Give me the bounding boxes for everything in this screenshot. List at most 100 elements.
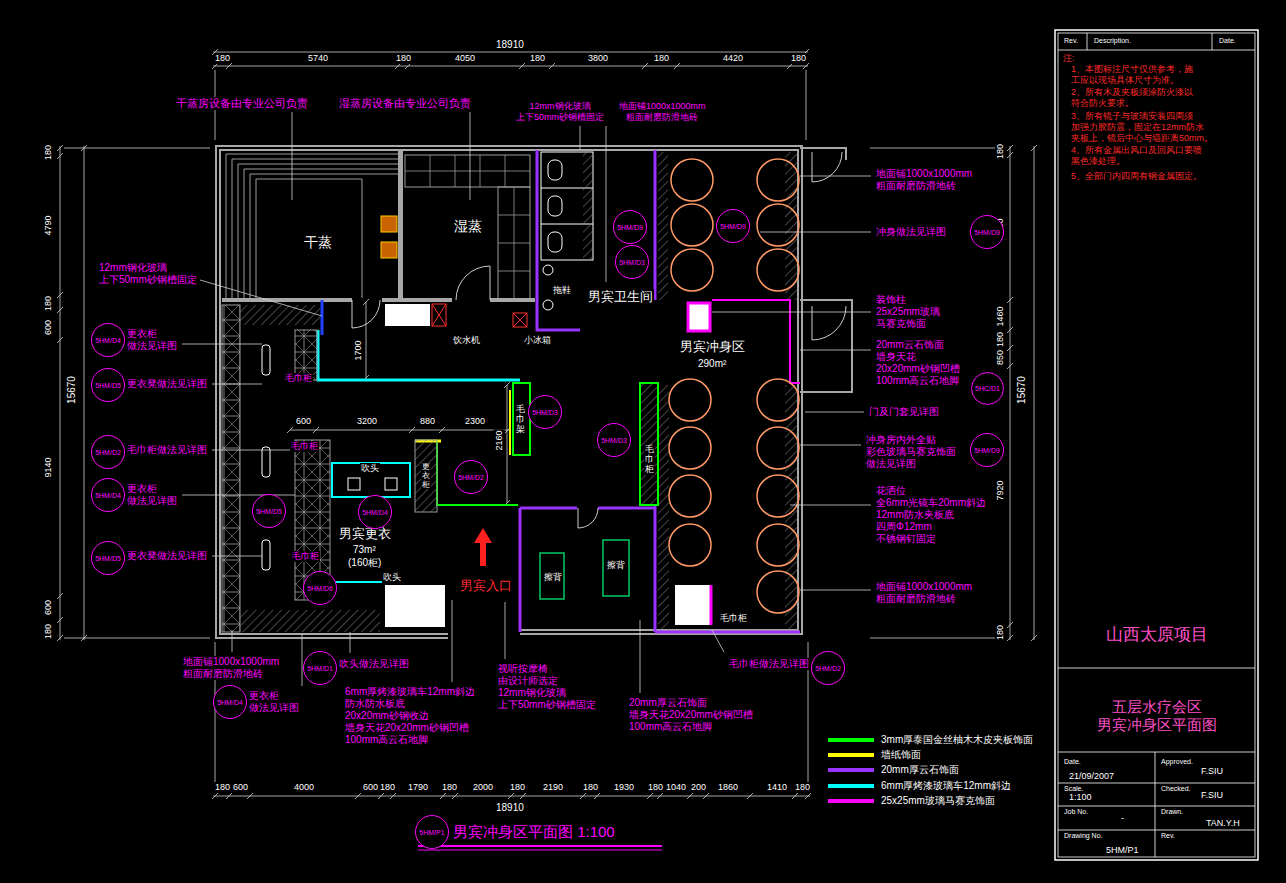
callout-number: 5HM/D4 [95,492,121,499]
plan-rect [540,553,564,599]
callout-number: 5HM/D5 [95,555,121,562]
plan-path [418,845,662,847]
room-label: 290m² [697,358,727,370]
callout-circle: 5HM/D1 [303,651,337,685]
room-label: 毛巾柜 [719,613,748,624]
plan-rect [385,304,430,326]
title-block-text: Approved. [1160,758,1194,766]
plan-circle [671,204,713,246]
annotation-text: 更衣柜 做法见详图 [248,690,300,714]
plan-path [800,148,852,392]
callout-number: 5HM/D2 [815,665,841,672]
dimension-text: 600 [362,782,379,793]
plan-path [437,442,518,505]
dimension-text: 180 [509,782,526,793]
text-line: 100mm高云石地脚 [876,375,960,387]
callout-circle: 5HM/D4 [358,495,392,529]
dimension-text: 18910 [495,802,525,814]
dimension-text: 2300 [464,416,486,427]
walls [218,148,852,636]
text-line: 粗面耐磨防滑地砖 [619,112,706,123]
text-line: 12mm防水夹板底 [876,509,986,521]
plan-rect [1055,30,1258,860]
dimension-text: 5740 [307,53,329,64]
dimension-text: 180 [647,782,664,793]
title-block-frame [1055,30,1258,860]
plan-circle [671,249,713,291]
text-line: 视听按摩椅 [498,663,596,675]
callout-circle: 5HM/D2 [454,460,488,494]
annotation-text: 20mm厚云石饰面 墙身天花20x20mm砂钢凹槽 100mm高云石地脚 [628,697,754,733]
plan-rect [222,305,240,632]
callout-circle: 5HC/D1 [971,372,1004,405]
text-line: 地面铺1000x1000mm [619,101,706,112]
dimension-text: 180 [441,782,458,793]
text-line: 墙身天花20x20mm砂钢凹槽 [345,722,475,734]
room-label: 干蒸 [303,234,333,251]
plan-path [64,148,210,638]
title-block-text: Job No. [1063,808,1089,816]
plan-path [710,585,713,625]
text-line: 上下50mm砂钢槽固定 [498,699,596,711]
plan-rect [541,152,593,260]
text-line: 100mm高云石地脚 [629,721,753,733]
annotation-text: 视听按摩椅 由设计师选定 12mm钢化玻璃 上下50mm砂钢槽固定 [497,663,597,711]
plan-circle [543,300,553,310]
text-line: 更衣柜 [249,690,299,702]
plan-path [509,390,511,455]
text-line: 做法见详图 [127,340,177,352]
plan-path [655,631,800,634]
text-line: 20mm云石饰面 [876,339,960,351]
title-block-text: Checked. [1160,785,1192,793]
callout-number: 5HM/D3 [532,409,558,416]
dimension-text: 2000 [472,782,494,793]
dimension-text: 880 [419,416,436,427]
plan-rect [240,305,320,325]
title-underline [418,846,662,850]
text-line: 做法见详图 [127,495,177,507]
dimension-text: 1790 [407,782,429,793]
dimension-text: 180 [43,623,54,640]
legend-swatch [828,799,874,803]
plan-circle [671,159,713,201]
title-block-text: 2、所有木及夹板须涂防火漆以 符合防火要求。 [1070,87,1194,109]
callout-circle: 5HM/D9 [970,433,1004,467]
plan-path [504,382,510,506]
title-block-text: - [1120,813,1125,824]
legend-swatch [828,753,874,757]
callout-number: 5HM/D3 [601,437,627,444]
dimension-text: 4790 [43,214,54,236]
plan-circle [757,204,799,246]
plan-rect [381,242,397,258]
legend-swatch [828,768,874,772]
title-block-text: 5、全部门内四周有钢金属固定。 [1070,171,1203,182]
dimension-text: 600 [295,416,312,427]
room-label: 擦背 [606,560,626,571]
dimension-text: 180 [582,782,599,793]
text-line: 100mm高云石地脚 [345,734,475,746]
callout-circle: 5HM/D3 [528,395,562,429]
dimension-text: 3800 [587,53,609,64]
callout-number: 5HM/D3 [619,259,645,266]
dimension-text: 180 [395,53,412,64]
text-line: 夹板上，镜后中心与墙距离50mm。 [1071,133,1213,144]
text-line: 加强力胶防震，固定在12mm防水 [1071,122,1213,133]
callout-number: 5HM/P1 [419,829,444,836]
callout-number: 5HM/D9 [974,447,1000,454]
room-label: 毛巾柜 [290,441,319,452]
dimension-lines [57,49,1037,799]
callout-circle: 5HM/D4 [213,685,247,719]
plan-polygon [474,528,492,566]
text-line: 12mm钢化玻璃 [99,262,197,274]
callout-number: 5HM/D9 [720,223,746,230]
room-label: 男宾更衣 [338,526,392,542]
annotation-text: 毛巾柜做法见详图 [126,444,208,456]
dimension-text: 1460 [995,305,1006,327]
plan-path [1007,145,1037,641]
text-line: 做法见详图 [866,458,956,470]
annotation-text: 更衣柜 做法见详图 [126,483,178,507]
plan-rect [675,585,711,625]
title-block-text: 3、所有镜子与玻璃安装四周须 加强力胶防震，固定在12mm防水 夹板上，镜后中心… [1070,111,1214,143]
text-line: 1、本图标注尺寸仅供参考，施 [1071,64,1193,75]
text-line: 冲身房内外全贴 [866,434,956,446]
